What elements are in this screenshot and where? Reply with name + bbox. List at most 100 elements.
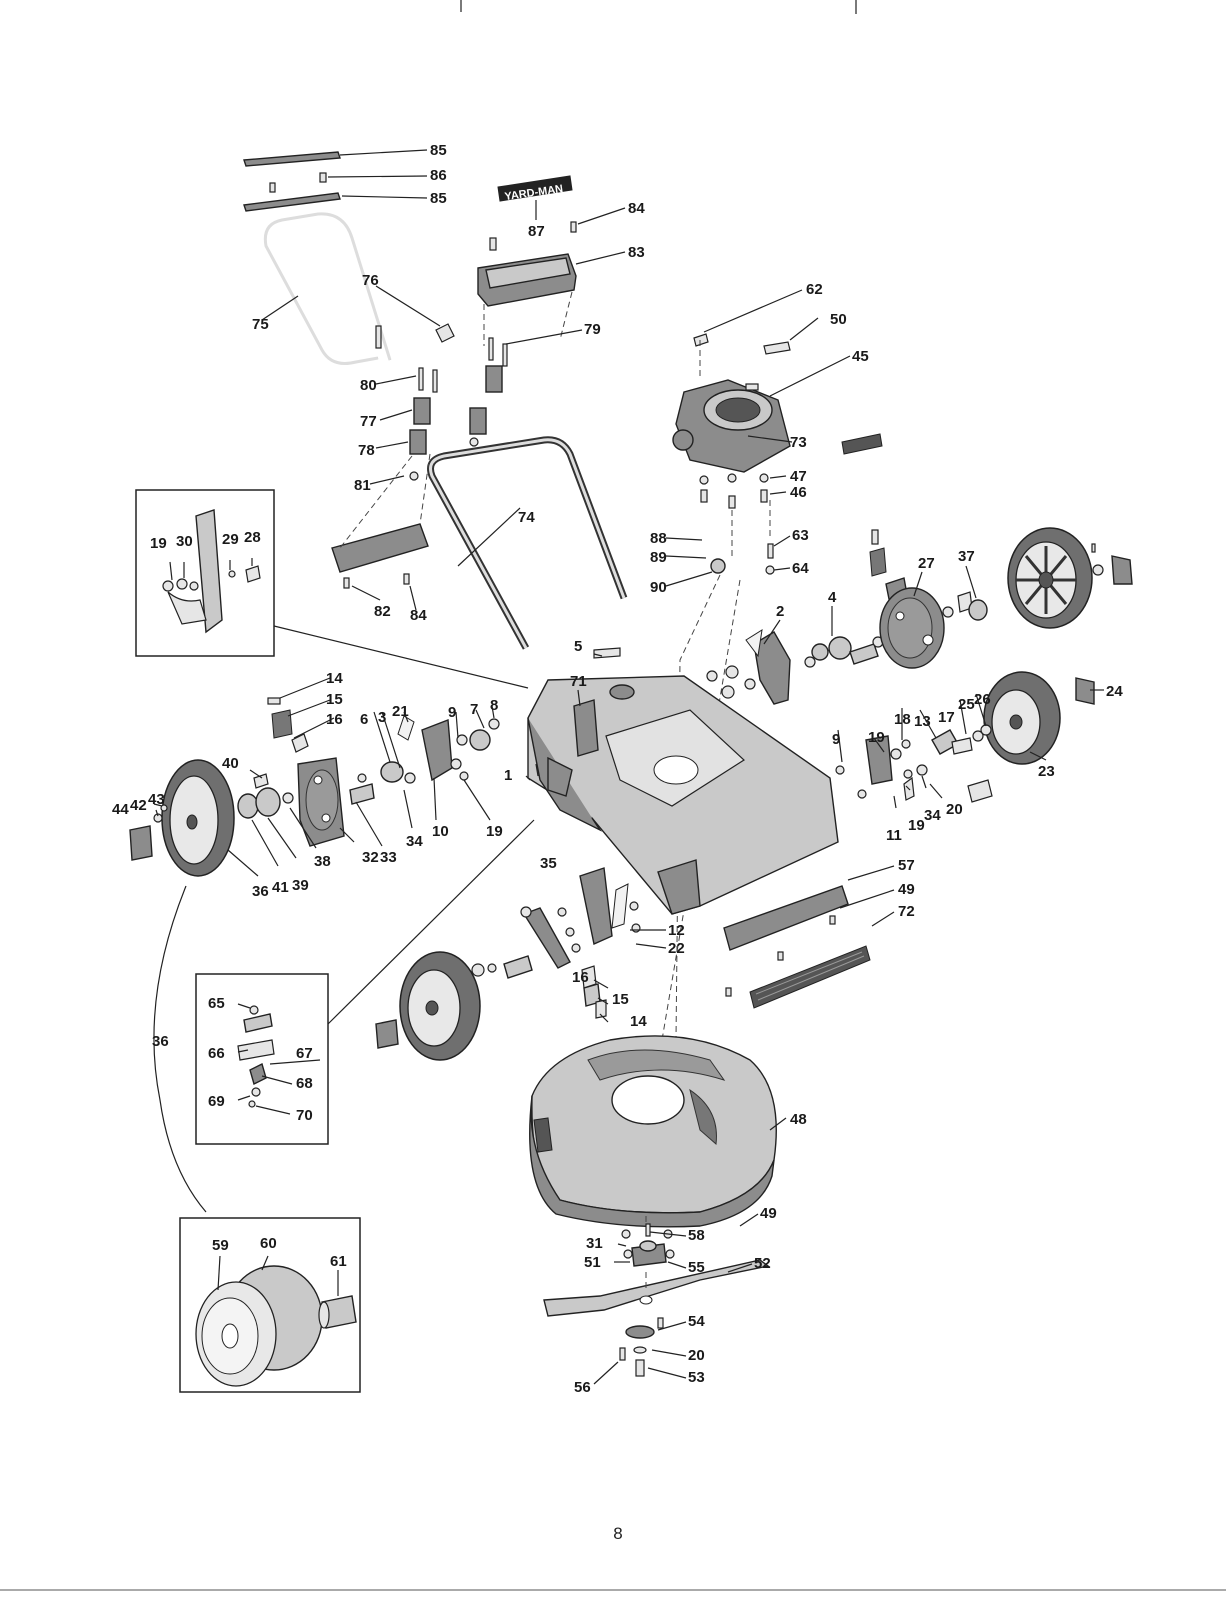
pinion-gear xyxy=(255,787,281,817)
spring xyxy=(967,779,993,803)
callout-53: 53 xyxy=(688,1369,705,1386)
callout-88: 88 xyxy=(650,530,667,547)
handle-grip-bottom xyxy=(243,192,341,212)
callout-28: 28 xyxy=(244,529,261,546)
bearing xyxy=(237,793,259,819)
blade xyxy=(543,1259,770,1317)
handle-bolt xyxy=(375,325,382,349)
pinion-gear xyxy=(968,599,988,621)
callout-2: 2 xyxy=(776,603,784,620)
callout-74: 74 xyxy=(518,509,535,526)
callout-67: 67 xyxy=(296,1045,313,1062)
blade-bolt xyxy=(635,1359,645,1377)
bolt xyxy=(871,529,879,545)
callout-73: 73 xyxy=(790,434,807,451)
decal xyxy=(593,647,621,659)
callout-19: 19 xyxy=(908,817,925,834)
callout-59: 59 xyxy=(212,1237,229,1254)
callout-62: 62 xyxy=(806,281,823,298)
lower-handle xyxy=(427,436,628,650)
screen xyxy=(749,945,871,1009)
callout-7: 7 xyxy=(470,701,478,718)
bolt xyxy=(418,367,424,391)
callout-13: 13 xyxy=(914,713,931,730)
callout-49: 49 xyxy=(760,1205,777,1222)
callout-9: 9 xyxy=(832,731,840,748)
rear-door-assembly xyxy=(723,885,871,1009)
callout-56: 56 xyxy=(574,1379,591,1396)
nut xyxy=(765,565,775,575)
callout-39: 39 xyxy=(292,877,309,894)
blade-washer xyxy=(625,1325,655,1339)
callout-86: 86 xyxy=(430,167,447,184)
callout-3: 3 xyxy=(378,709,386,726)
callout-63: 63 xyxy=(792,527,809,544)
callout-75: 75 xyxy=(252,316,269,333)
screw xyxy=(403,573,410,585)
callout-41: 41 xyxy=(272,879,289,896)
callout-11: 11 xyxy=(886,827,902,844)
front-axle-arm xyxy=(522,907,571,969)
stud xyxy=(767,543,774,559)
callout-64: 64 xyxy=(792,560,809,577)
callout-34: 34 xyxy=(924,807,941,824)
callout-20: 20 xyxy=(688,1347,705,1364)
callout-84: 84 xyxy=(628,200,645,217)
spring xyxy=(271,709,293,739)
callout-58: 58 xyxy=(688,1227,705,1244)
callout-22: 22 xyxy=(668,940,685,957)
callout-1: 1 xyxy=(504,767,512,784)
hub-cap xyxy=(129,825,153,861)
axle-bushing xyxy=(849,643,879,665)
callout-38: 38 xyxy=(314,853,331,870)
callout-25: 25 xyxy=(958,696,975,713)
callout-82: 82 xyxy=(374,603,391,620)
callout-90: 90 xyxy=(650,579,667,596)
callout-50: 50 xyxy=(830,311,847,328)
callout-48: 48 xyxy=(790,1111,807,1128)
inset-frame xyxy=(179,1217,361,1393)
inset-frame xyxy=(135,489,275,657)
callout-19: 19 xyxy=(486,823,503,840)
bolt xyxy=(488,337,494,361)
callout-54: 54 xyxy=(688,1313,705,1330)
callout-79: 79 xyxy=(584,321,601,338)
handle-bracket xyxy=(409,429,427,455)
rear-deflector xyxy=(723,885,849,951)
nut xyxy=(469,437,479,447)
callout-84: 84 xyxy=(410,607,427,624)
axle xyxy=(503,955,533,979)
callout-72: 72 xyxy=(898,903,915,920)
reference-leader-36 xyxy=(153,885,207,1213)
brand-plate xyxy=(497,175,573,202)
inset-leader xyxy=(273,625,529,689)
callout-65: 65 xyxy=(208,995,225,1012)
callout-29: 29 xyxy=(222,531,239,548)
callout-12: 12 xyxy=(668,922,685,939)
key xyxy=(253,773,269,789)
callout-68: 68 xyxy=(296,1075,313,1092)
callout-77: 77 xyxy=(360,413,377,430)
spring xyxy=(869,547,887,577)
callout-66: 66 xyxy=(208,1045,225,1062)
callout-17: 17 xyxy=(938,709,955,726)
callout-18: 18 xyxy=(894,711,911,728)
drive-assembly-left xyxy=(129,697,500,877)
callout-89: 89 xyxy=(650,549,667,566)
handle-pin xyxy=(435,323,455,343)
callout-83: 83 xyxy=(628,244,645,261)
inset-frame xyxy=(195,973,329,1145)
callout-55: 55 xyxy=(688,1259,705,1276)
callout-14: 14 xyxy=(326,670,343,687)
fuel-cap xyxy=(693,333,709,347)
callout-16: 16 xyxy=(326,711,343,728)
callout-36: 36 xyxy=(252,883,269,900)
callout-43: 43 xyxy=(148,791,165,808)
callout-70: 70 xyxy=(296,1107,313,1124)
callout-31: 31 xyxy=(586,1235,603,1252)
page-number: 8 xyxy=(613,1524,623,1543)
engine-alignment-line xyxy=(675,574,721,1041)
inset-detail-59-61 xyxy=(179,1217,361,1393)
callout-46: 46 xyxy=(790,484,807,501)
callout-51: 51 xyxy=(584,1254,601,1271)
